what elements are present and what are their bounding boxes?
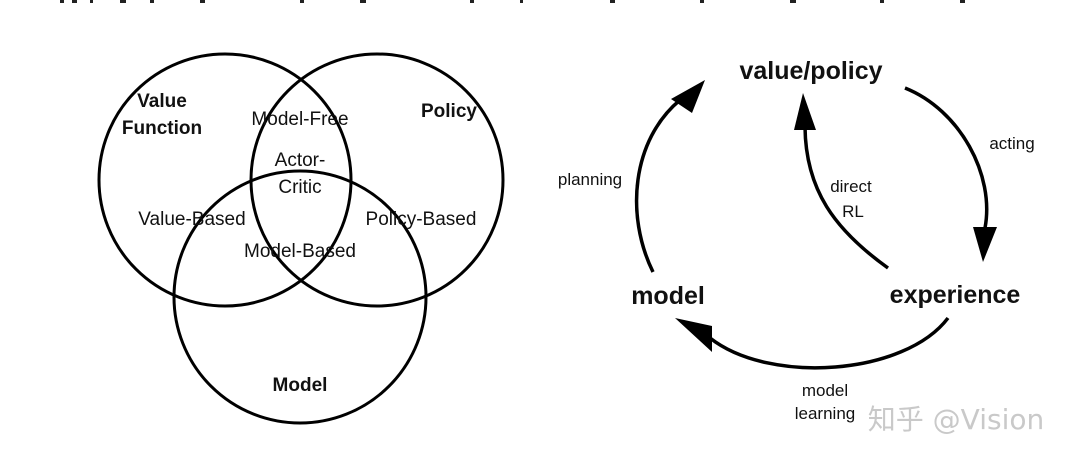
venn-label-value-function-1: Value: [137, 91, 187, 112]
venn-label-policy-based: Policy-Based: [366, 209, 477, 230]
venn-circle-model: [172, 169, 428, 425]
venn-label-actor-critic-1: Actor-: [275, 150, 326, 171]
arrow-acting: [904, 86, 989, 229]
arrow-model-learning: [708, 316, 950, 370]
arrowhead-direct-rl: [794, 93, 816, 130]
venn-diagram: [97, 52, 505, 425]
edge-label-acting: acting: [989, 134, 1034, 153]
venn-label-model: Model: [273, 375, 328, 396]
node-experience: experience: [890, 281, 1021, 309]
venn-label-actor-critic-2: Critic: [278, 177, 321, 198]
edge-label-model-learning-1: model: [802, 381, 848, 400]
node-value-policy: value/policy: [739, 57, 882, 85]
watermark: 知乎 @Vision: [868, 403, 1044, 436]
venn-label-model-free: Model-Free: [251, 109, 348, 130]
cycle-diagram: [634, 86, 989, 370]
arrowhead-model-learning: [675, 318, 712, 352]
node-model: model: [631, 282, 705, 310]
arrowhead-acting: [973, 227, 997, 262]
venn-label-policy: Policy: [421, 101, 477, 122]
cropped-text-strip: [60, 0, 965, 3]
edge-label-planning: planning: [558, 170, 622, 189]
venn-label-model-based: Model-Based: [244, 241, 356, 262]
venn-label-value-based: Value-Based: [138, 209, 245, 230]
edge-label-model-learning-2: learning: [795, 404, 856, 423]
arrowhead-planning: [671, 80, 705, 113]
venn-label-value-function-2: Function: [122, 118, 202, 139]
edge-label-direct-rl-2: RL: [842, 202, 864, 221]
arrow-planning: [634, 98, 682, 273]
venn-circle-value-function: [97, 52, 353, 308]
edge-label-direct-rl-1: direct: [830, 177, 872, 196]
arrow-direct-rl: [803, 124, 890, 270]
